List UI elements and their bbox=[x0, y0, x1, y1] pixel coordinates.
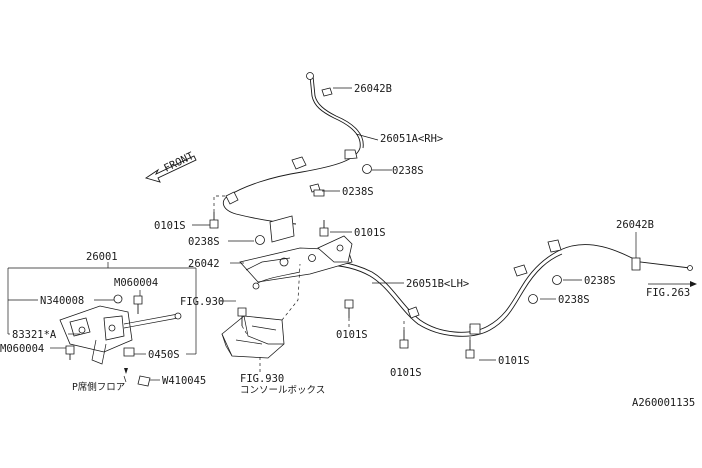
nut-0238s-lh-upper bbox=[552, 275, 562, 285]
label-m060004-top: M060004 bbox=[114, 277, 158, 289]
label-bolt-bottom: 0101S bbox=[390, 367, 422, 379]
console-bracket bbox=[221, 315, 285, 359]
hardware bbox=[65, 164, 562, 387]
label-83321: 83321*A bbox=[12, 329, 57, 341]
label-cable-rh: 26051A<RH> bbox=[380, 133, 443, 145]
nut-n340008 bbox=[113, 294, 123, 304]
label-m060004-bottom: M060004 bbox=[0, 343, 44, 355]
nut-0238s-rh-upper bbox=[362, 164, 372, 174]
bolt-0101s-right bbox=[465, 340, 475, 359]
label-bolt-mid: 0101S bbox=[354, 227, 386, 239]
label-p-seat-floor: P席側フロア bbox=[72, 381, 125, 393]
part-labels: 26042B 26051A<RH> 0238S 0238S 0101S 0101… bbox=[0, 83, 695, 409]
grommet-w410045 bbox=[137, 375, 151, 387]
bolt-0101s-center bbox=[344, 299, 354, 318]
label-bolt-center: 0101S bbox=[336, 329, 368, 341]
bolt-0101s-left bbox=[209, 212, 219, 229]
label-nut-lh-upper: 0238S bbox=[584, 275, 616, 287]
label-lever-assy: 26001 bbox=[86, 251, 118, 263]
label-clip-0450s: 0450S bbox=[148, 349, 180, 361]
label-cable-lh-end: 26042B bbox=[616, 219, 654, 231]
label-bolt-right: 0101S bbox=[498, 355, 530, 367]
label-bolt-left: 0101S bbox=[154, 220, 186, 232]
label-diagram-id: A260001135 bbox=[632, 397, 695, 409]
label-nut-bracket: 0238S bbox=[188, 236, 220, 248]
nut-0238s-lh-lower bbox=[528, 294, 538, 304]
clip-0450s bbox=[123, 347, 135, 357]
nut-0238s-bracket bbox=[255, 235, 265, 245]
label-fig-930-bottom: FIG.930 bbox=[240, 373, 284, 385]
label-nut-lh-lower: 0238S bbox=[558, 294, 590, 306]
label-n340008: N340008 bbox=[40, 295, 84, 307]
label-w410045: W410045 bbox=[162, 375, 206, 387]
label-fig-930-top: FIG.930 bbox=[180, 296, 224, 308]
bolt-fig930 bbox=[237, 307, 247, 326]
nut-0238s-rh-lower bbox=[313, 189, 325, 197]
front-arrow-label: FRONT bbox=[162, 150, 196, 175]
label-cable-lh: 26051B<LH> bbox=[406, 278, 469, 290]
label-equalizer: 26042 bbox=[188, 258, 220, 270]
label-fig-263: FIG.263 bbox=[646, 287, 690, 299]
label-cable-rh-end: 26042B bbox=[354, 83, 392, 95]
cable-lh bbox=[299, 239, 693, 337]
bolt-m060004-top bbox=[133, 295, 143, 314]
front-arrow: FRONT bbox=[144, 150, 197, 183]
bolt-0101s-bottom bbox=[399, 330, 409, 349]
lever-assembly bbox=[59, 305, 182, 365]
label-console-box: コンソールボックス bbox=[240, 385, 325, 396]
bolt-0101s-mid bbox=[319, 220, 329, 237]
leader-lines bbox=[7, 87, 697, 383]
cable-rh bbox=[222, 72, 364, 225]
label-nut-rh-upper: 0238S bbox=[392, 165, 424, 177]
bolt-m060004-bottom bbox=[65, 345, 75, 360]
equalizer-bracket bbox=[239, 215, 353, 290]
label-nut-rh-lower: 0238S bbox=[342, 186, 374, 198]
